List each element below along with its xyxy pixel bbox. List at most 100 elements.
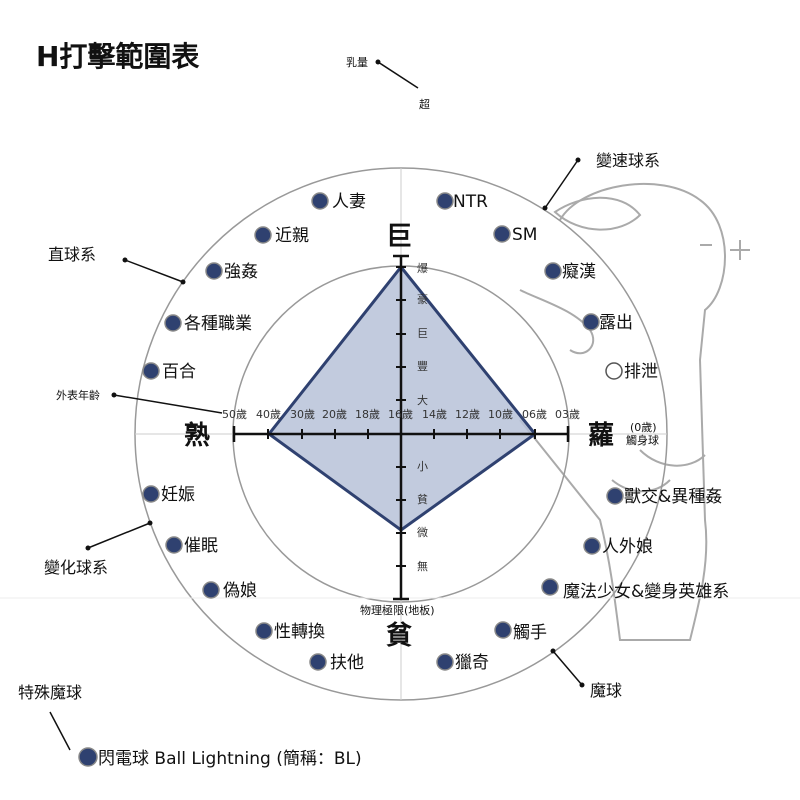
item-label: 人妻: [332, 192, 366, 212]
item-dot: [142, 362, 160, 380]
item-label: 人外娘: [602, 537, 653, 557]
category-special: 特殊魔球: [18, 683, 82, 702]
category-curve: 變化球系: [44, 558, 108, 577]
category-magic-end: [550, 648, 556, 654]
item-label: 排泄: [624, 362, 658, 382]
category-curve-end: [147, 520, 153, 526]
item-saimin: 催眠: [165, 536, 218, 556]
age-label: 外表年齡: [56, 388, 100, 402]
tick-down-1: 貧: [417, 493, 428, 506]
tick-down-3: 無: [417, 559, 428, 573]
tick-down-0: 小: [417, 460, 428, 473]
item-dot: [436, 653, 454, 671]
age-tick-40: 40歲: [256, 407, 281, 421]
horizontal-ticks: [267, 429, 536, 439]
age-label-line: [113, 394, 223, 414]
category-transform-line: [544, 159, 579, 209]
item-dot: [254, 226, 272, 244]
category-straight-line: [124, 259, 184, 283]
item-dot: [541, 578, 559, 596]
item-label: 魔法少女&變身英雄系: [563, 582, 729, 602]
item-label: 強姦: [224, 262, 258, 282]
category-transform-end: [542, 205, 548, 211]
item-gokan: 強姦: [205, 262, 258, 282]
item-label: NTR: [453, 192, 488, 212]
item-label: 癡漢: [562, 262, 596, 282]
item-dot: [544, 262, 562, 280]
category-straight: 直球系: [48, 245, 96, 264]
category-straight-end: [180, 279, 186, 285]
item-dot: [142, 485, 160, 503]
item-label: 扶他: [330, 653, 364, 673]
item-label: SM: [512, 225, 537, 245]
axis-end-up: 巨: [386, 222, 412, 252]
item-dot: [164, 314, 182, 332]
item-label: 偽娘: [223, 581, 257, 601]
item-label: 獵奇: [455, 653, 489, 673]
axis-end-down: 貧: [386, 621, 412, 651]
chart-title: H打擊範圍表: [36, 40, 199, 73]
category-curve-line: [87, 522, 151, 549]
axis-end-left: 熟: [184, 420, 210, 451]
item-label: 催眠: [184, 536, 218, 556]
right-sub-line2: 觸身球: [626, 433, 659, 447]
item-dot: [582, 313, 600, 331]
category-magic: 魔球: [590, 681, 622, 700]
item-label: 近親: [275, 226, 309, 246]
item-dot: [78, 747, 98, 767]
item-seitenkan: 性轉換: [255, 622, 325, 642]
age-tick-30: 30歲: [290, 407, 315, 421]
age-tick-16: 16歲: [388, 407, 413, 421]
item-dot: [583, 537, 601, 555]
age-tick-12: 12歲: [455, 407, 480, 421]
item-roshutsu: 露出: [582, 313, 633, 333]
item-label: 妊娠: [161, 485, 195, 505]
axis-end-right: 蘿: [588, 421, 614, 451]
item-dot: [311, 192, 329, 210]
vertical-ticks: [396, 266, 406, 567]
bottom-sub: 物理極限(地板): [360, 603, 435, 617]
item-jukan: 獸交&異種姦: [606, 487, 722, 507]
item-dot: [205, 262, 223, 280]
item-dot: [436, 192, 454, 210]
item-label: 獸交&異種姦: [624, 487, 722, 507]
tick-up-2: 巨: [417, 327, 428, 340]
top-marker-sub: 超: [419, 97, 430, 111]
age-tick-10: 10歲: [488, 407, 513, 421]
item-label: 露出: [599, 313, 633, 333]
age-tick-14: 14歲: [422, 407, 447, 421]
category-magic-line: [552, 650, 583, 686]
item-dot: [202, 581, 220, 599]
item-label: 百合: [162, 362, 196, 382]
category-special-line: [49, 711, 71, 751]
item-dot: [309, 653, 327, 671]
item-shokushu: 觸手: [494, 621, 547, 643]
item-ninshin: 妊娠: [142, 485, 195, 505]
item-futanari: 扶他: [309, 653, 364, 673]
item-chikashin: 近親: [254, 226, 309, 246]
right-sub-line1: (0歲): [630, 420, 657, 434]
item-shokugyo: 各種職業: [164, 314, 252, 334]
item-hitozuma: 人妻: [311, 192, 366, 212]
item-sm: SM: [493, 225, 537, 245]
item-label: 觸手: [513, 623, 547, 643]
item-dot: [255, 622, 273, 640]
item-mahou: 魔法少女&變身英雄系: [541, 578, 729, 602]
tick-down-2: 微: [417, 525, 428, 539]
category-transform: 變速球系: [596, 151, 660, 170]
age-tick-50: 50歲: [222, 407, 247, 421]
item-dot: [165, 536, 183, 554]
item-haisetsu: 排泄: [605, 362, 658, 382]
item-label: 閃電球 Ball Lightning (簡稱：BL): [98, 749, 362, 769]
top-marker-line: [377, 61, 419, 89]
tick-up-1: 豐: [417, 360, 428, 373]
item-jingai: 人外娘: [583, 537, 653, 557]
item-label: 各種職業: [184, 314, 252, 334]
age-tick-03: 03歲: [555, 407, 580, 421]
item-dot: [605, 362, 623, 380]
age-tick-18: 18歲: [355, 407, 380, 421]
tick-up-4: 爆: [417, 261, 428, 275]
item-ryouki: 獵奇: [436, 653, 489, 673]
item-dot: [606, 487, 624, 505]
